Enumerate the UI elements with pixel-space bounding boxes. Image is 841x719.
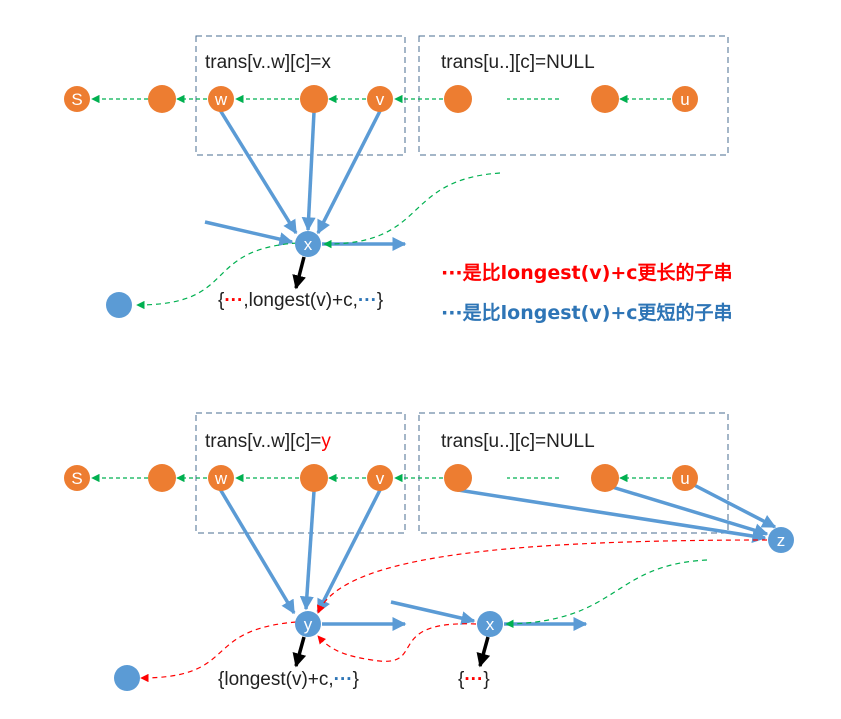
- top-transitions: [204, 109, 407, 251]
- top-x-set-label: {···,longest(v)+c,···}: [218, 290, 383, 311]
- bottom-link-in-x: [505, 559, 708, 629]
- top-box-right: [418, 35, 729, 156]
- legend-shorter: ···是比longest(v)+c更短的子串: [441, 301, 733, 324]
- top-box-left: [195, 35, 406, 156]
- bottom-x-set-arrow: [476, 636, 491, 668]
- node-w-bottom: w: [208, 465, 234, 491]
- node-o2-top: [300, 85, 328, 113]
- node-o1-bottom: [148, 464, 176, 492]
- node-w-bottom-label: w: [214, 469, 228, 488]
- top-diagram: trans[v..w][c]=x trans[u..][c]=NULL: [64, 35, 729, 318]
- bottom-edge-u-z: [693, 483, 777, 529]
- bottom-link-y-blue: [140, 621, 297, 683]
- bottom-box-left-label: trans[v..w][c]=y: [205, 431, 331, 452]
- node-s-top: S: [64, 86, 90, 112]
- bottom-edge-v-y: [316, 489, 382, 614]
- node-s-bottom: S: [64, 465, 90, 491]
- node-o1-top: [148, 85, 176, 113]
- bottom-x-set-label: {···}: [458, 669, 490, 690]
- node-u-bottom-label: u: [680, 469, 689, 488]
- node-s-bottom-label: S: [71, 469, 82, 488]
- node-o5-bottom: [591, 464, 619, 492]
- node-o4-bottom: [444, 464, 472, 492]
- node-v-bottom: v: [367, 465, 393, 491]
- node-w-top-label: w: [214, 90, 228, 109]
- bottom-edge-in-x: [390, 600, 476, 626]
- top-edge-in-x: [204, 220, 294, 246]
- node-u-bottom: u: [672, 465, 698, 491]
- bottom-transitions: [218, 483, 777, 631]
- bottom-box-left: [195, 412, 406, 534]
- bottom-edge-w-y: [218, 488, 296, 615]
- node-z-bottom-label: z: [777, 531, 786, 550]
- bottom-edge-o5-z: [611, 485, 769, 538]
- node-x-bottom-label: x: [486, 615, 495, 634]
- bottom-edge-o4-z: [457, 488, 767, 543]
- top-box-left-label: trans[v..w][c]=x: [205, 52, 331, 73]
- node-s-top-label: S: [71, 90, 82, 109]
- node-blue-bottom: [114, 665, 140, 691]
- node-v-top-label: v: [376, 90, 385, 109]
- node-y-bottom-label: y: [304, 615, 313, 634]
- node-z-bottom: z: [768, 527, 794, 553]
- top-edge-w-x: [218, 109, 298, 235]
- node-u-top-label: u: [680, 90, 689, 109]
- bottom-diagram: trans[v..w][c]=y trans[u..][c]=NULL: [64, 412, 794, 691]
- bottom-link-x-y: [317, 623, 477, 662]
- node-w-top: w: [208, 86, 234, 112]
- bottom-link-z-y: [317, 539, 768, 614]
- node-v-bottom-label: v: [376, 469, 385, 488]
- bottom-y-set-label: {longest(v)+c,···}: [218, 669, 359, 690]
- node-x-bottom: x: [477, 611, 503, 637]
- top-box-right-label: trans[u..][c]=NULL: [441, 52, 595, 73]
- bottom-y-set-arrow: [292, 636, 307, 668]
- top-edge-v-x: [316, 110, 382, 235]
- legend: ···是比longest(v)+c更长的子串 ···是比longest(v)+c…: [441, 261, 733, 324]
- top-link-x-blue: [136, 242, 298, 310]
- top-link-in-x: [323, 172, 501, 249]
- bottom-box-right-label: trans[u..][c]=NULL: [441, 431, 595, 452]
- bottom-box-right: [418, 412, 729, 534]
- legend-longer: ···是比longest(v)+c更长的子串: [441, 261, 733, 284]
- node-blue-top: [106, 292, 132, 318]
- node-y-bottom: y: [295, 611, 321, 637]
- node-v-top: v: [367, 86, 393, 112]
- node-o4-top: [444, 85, 472, 113]
- top-edge-o2-x: [301, 111, 316, 232]
- node-x-top: x: [295, 231, 321, 257]
- node-o2-bottom: [300, 464, 328, 492]
- top-x-set-arrow: [292, 256, 306, 290]
- node-o5-top: [591, 85, 619, 113]
- bottom-edge-o2-y: [299, 490, 316, 611]
- node-x-top-label: x: [304, 235, 313, 254]
- node-u-top: u: [672, 86, 698, 112]
